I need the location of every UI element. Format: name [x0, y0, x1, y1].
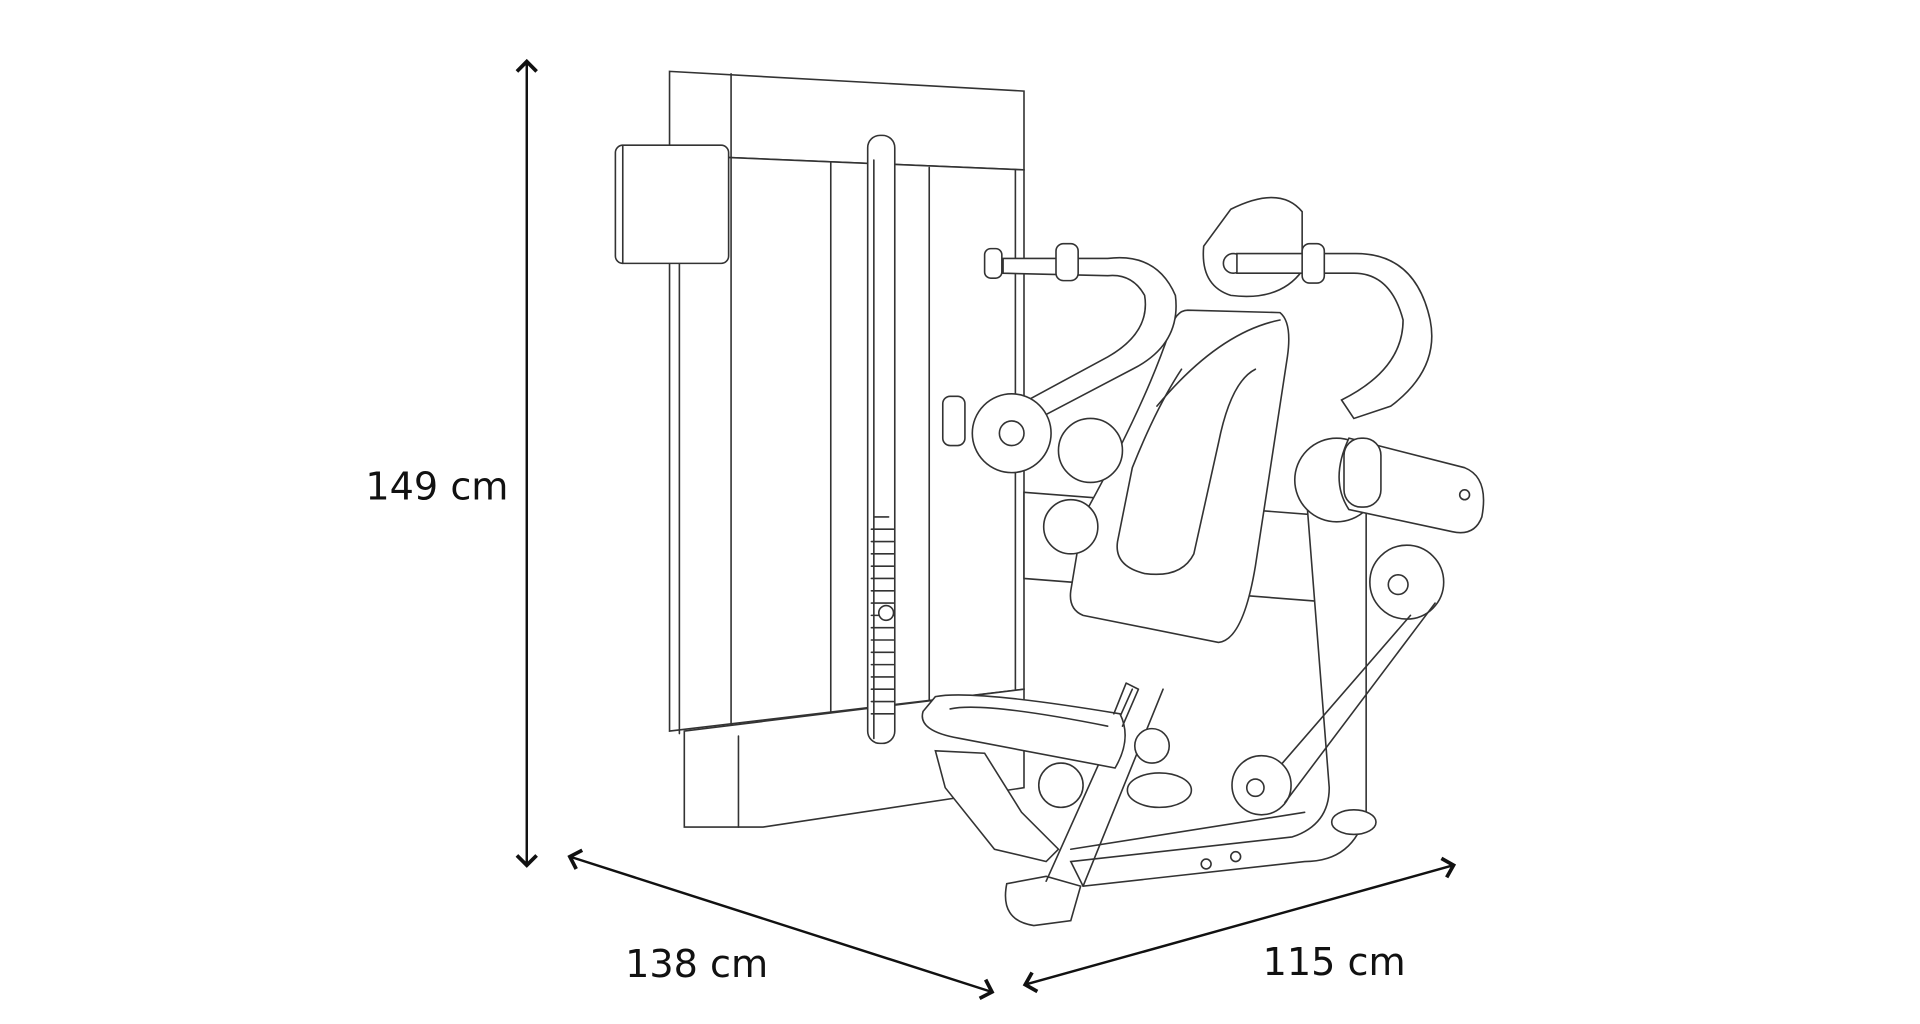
depth-dimension-line	[567, 848, 995, 1001]
weight-plates	[870, 528, 895, 715]
width-dimension-line	[1022, 856, 1457, 994]
height-label: 149 cm	[365, 465, 508, 509]
weight-stack-tower	[614, 70, 1025, 828]
width-label: 115 cm	[1263, 940, 1406, 984]
press-arms	[941, 242, 1485, 816]
depth-label: 138 cm	[625, 942, 768, 986]
seat	[921, 682, 1193, 809]
